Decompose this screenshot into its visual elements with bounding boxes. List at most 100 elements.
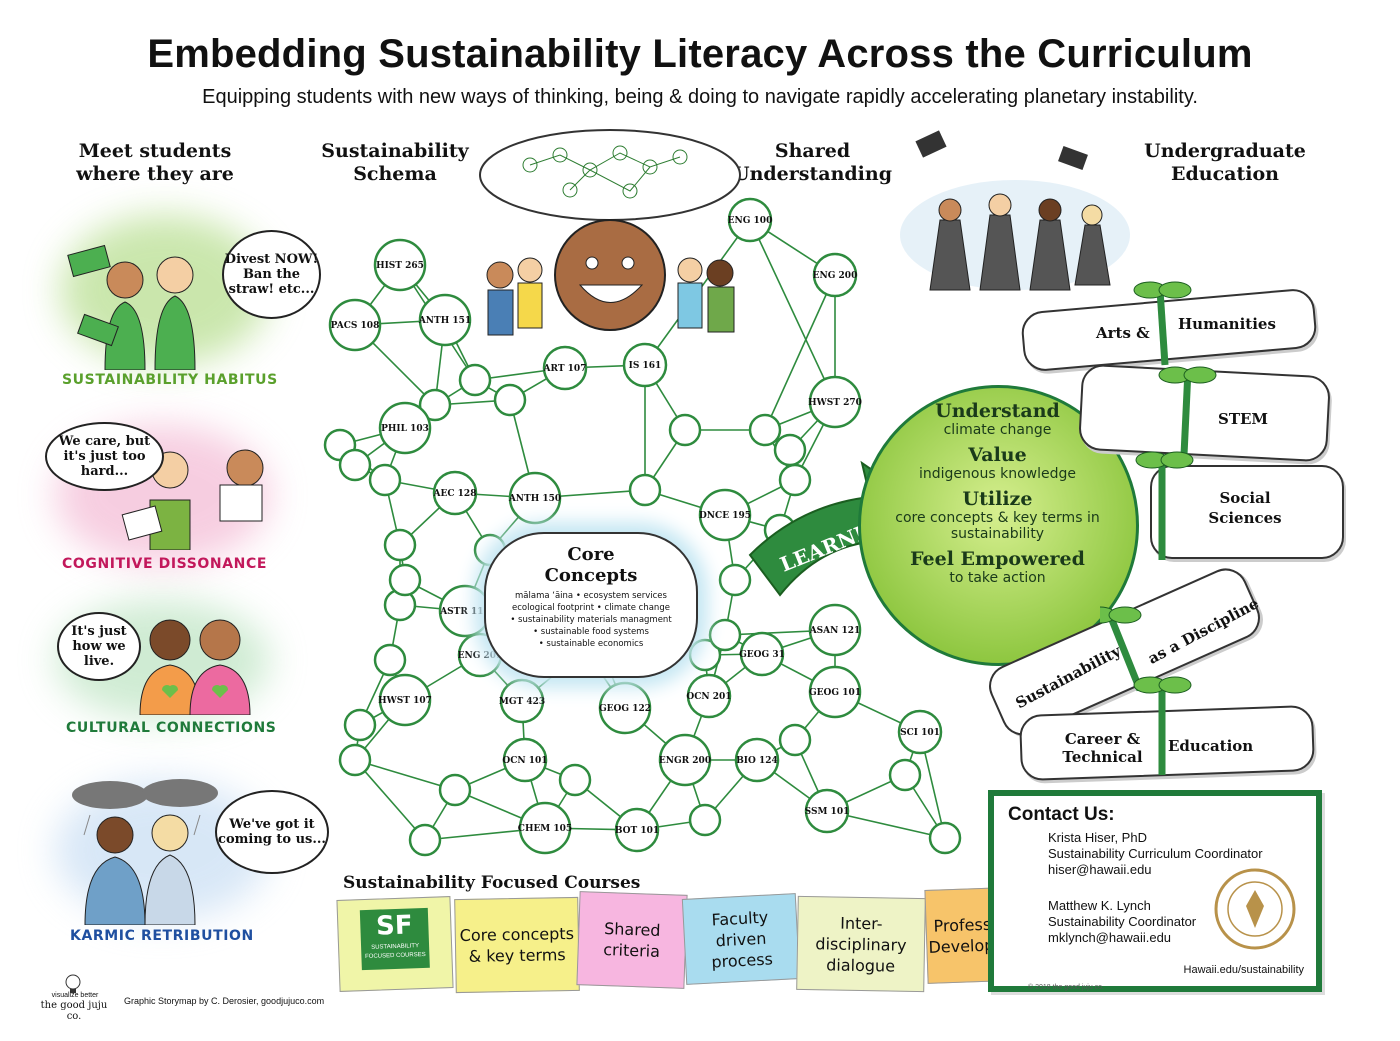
contact-2-email[interactable]: mklynch@hawaii.edu	[1048, 930, 1172, 945]
core-concept-item: • sustainable food systems	[533, 627, 649, 637]
course-node-label: ASAN 121	[809, 626, 861, 636]
core-concepts-cloud: Core Concepts mālama ʻāina • ecosystem s…	[484, 532, 698, 678]
sf-badge-note: SF SUSTAINABILITY FOCUSED COURSES	[336, 896, 454, 992]
course-node	[808, 665, 862, 719]
course-node	[418, 293, 472, 347]
course-node-label: OCN 101	[502, 756, 547, 766]
network-node	[558, 763, 592, 797]
network-node	[408, 823, 442, 857]
network-node	[778, 463, 812, 497]
note-core-concepts: Core concepts & key terms	[454, 896, 580, 994]
scroll-text-arts: Arts &	[1096, 324, 1150, 342]
stage-label-habitus: SUSTAINABILITY HABITUS	[62, 372, 278, 388]
course-node	[502, 737, 548, 783]
contact-1-title: Sustainability Curriculum Coordinator	[1048, 846, 1263, 861]
course-node	[812, 252, 858, 298]
course-node	[658, 733, 712, 787]
course-node	[808, 603, 862, 657]
note-shared-criteria-text: Shared criteria	[602, 919, 661, 961]
outcome-heading: Value	[968, 444, 1027, 466]
outcome-subtext: climate change	[943, 422, 1052, 438]
course-node-label: BIO 124	[736, 756, 778, 766]
course-node-label: HWST 107	[378, 696, 432, 706]
course-node	[499, 678, 545, 724]
core-concept-item: • sustainability materials managment	[510, 615, 672, 625]
network-node	[748, 413, 782, 447]
quote-bubble-habitus: Divest NOW! Ban the straw! etc...	[222, 230, 321, 319]
course-node-label: ASTR 110	[439, 607, 490, 617]
course-node-label: MGT 423	[499, 697, 545, 707]
network-node	[368, 463, 402, 497]
note-shared-criteria: Shared criteria	[576, 891, 688, 989]
network-node	[688, 638, 722, 672]
course-node	[734, 737, 780, 783]
contact-person-2: Matthew K. Lynch Sustainability Coordina…	[1048, 898, 1196, 946]
graduates-illustration	[900, 130, 1130, 291]
scroll-social-sciences	[1150, 465, 1344, 559]
ribbons	[1100, 281, 1217, 775]
course-node-label: ENG 209	[458, 651, 503, 661]
header-meet-students: Meet students where they are	[76, 140, 234, 185]
credit-line: Graphic Storymap by C. Derosier, goodjuj…	[124, 996, 325, 1006]
course-node-label: PACS 108	[331, 321, 380, 331]
course-node-label: GEOG 122	[599, 704, 651, 714]
network-node	[778, 723, 812, 757]
contact-person-1: Krista Hiser, PhD Sustainability Curricu…	[1048, 830, 1263, 878]
contact-2-name: Matthew K. Lynch	[1048, 898, 1151, 913]
course-node	[686, 673, 732, 719]
quote-bubble-dissonance: We care, but it's just too hard...	[45, 422, 164, 491]
network-node	[688, 803, 722, 837]
header-undergrad: Undergraduate Education	[1144, 140, 1306, 185]
network-node	[888, 758, 922, 792]
network-node	[493, 383, 527, 417]
quote-bubble-karmic: We've got it coming to us...	[215, 790, 329, 874]
network-node	[383, 528, 417, 562]
sf-badge-line2: FOCUSED COURSES	[364, 951, 426, 961]
outcome-heading: Understand	[935, 400, 1060, 422]
course-node	[432, 470, 478, 516]
scroll-text-social-sciences: Social Sciences	[1208, 489, 1282, 527]
contact-1-name: Krista Hiser, PhD	[1048, 830, 1147, 845]
network-node	[668, 413, 702, 447]
core-concept-item: ecological footprint • climate change	[512, 603, 670, 613]
course-node-label: DNCE 195	[699, 511, 751, 521]
contact-url[interactable]: Hawaii.edu/sustainability	[1183, 964, 1304, 976]
course-node-label: GEOG 31	[739, 650, 785, 660]
contact-1-email[interactable]: hiser@hawaii.edu	[1048, 862, 1152, 877]
outcome-heading: Utilize	[962, 488, 1033, 510]
course-node	[804, 788, 850, 834]
course-node	[328, 298, 382, 352]
course-node	[373, 238, 427, 292]
outcome-subtext: indigenous knowledge	[919, 466, 1076, 482]
student-thinking-illustration	[479, 129, 741, 336]
course-node-label: GEOG 101	[809, 688, 861, 698]
network-node	[338, 743, 372, 777]
note-core-concepts-text: Core concepts & key terms	[459, 924, 575, 966]
network-node	[388, 563, 422, 597]
note-interdisciplinary-text: Inter-disciplinary dialogue	[815, 913, 907, 976]
lightbulb-icon	[65, 974, 81, 993]
contact-2-title: Sustainability Coordinator	[1048, 914, 1197, 929]
course-node	[698, 488, 752, 542]
scroll-text-stem: STEM	[1218, 410, 1269, 428]
course-node	[518, 801, 572, 855]
network-link	[764, 274, 836, 431]
page-title: Embedding Sustainability Literacy Across…	[147, 32, 1253, 76]
course-node-label: IS 161	[629, 361, 662, 371]
activist-students-illustration	[67, 244, 196, 370]
sf-badge-big: SF	[375, 910, 414, 942]
outcome-heading: Feel Empowered	[910, 548, 1085, 570]
course-node-label: ENGR 200	[659, 756, 711, 766]
course-node	[598, 681, 652, 735]
note-faculty-driven-text: Faculty driven process	[710, 907, 774, 972]
quote-bubble-cultural: It's just how we live.	[57, 612, 141, 681]
scroll-text-humanities: Humanities	[1178, 315, 1276, 333]
network-link	[749, 219, 836, 403]
page-subtitle: Equipping students with new ways of thin…	[202, 86, 1198, 108]
network-node	[628, 473, 662, 507]
core-concept-item: mālama ʻāina • ecosystem services	[515, 591, 667, 601]
outcome-subtext: to take action	[949, 570, 1046, 586]
sf-badge: SF SUSTAINABILITY FOCUSED COURSES	[359, 907, 430, 971]
course-node	[614, 807, 660, 853]
